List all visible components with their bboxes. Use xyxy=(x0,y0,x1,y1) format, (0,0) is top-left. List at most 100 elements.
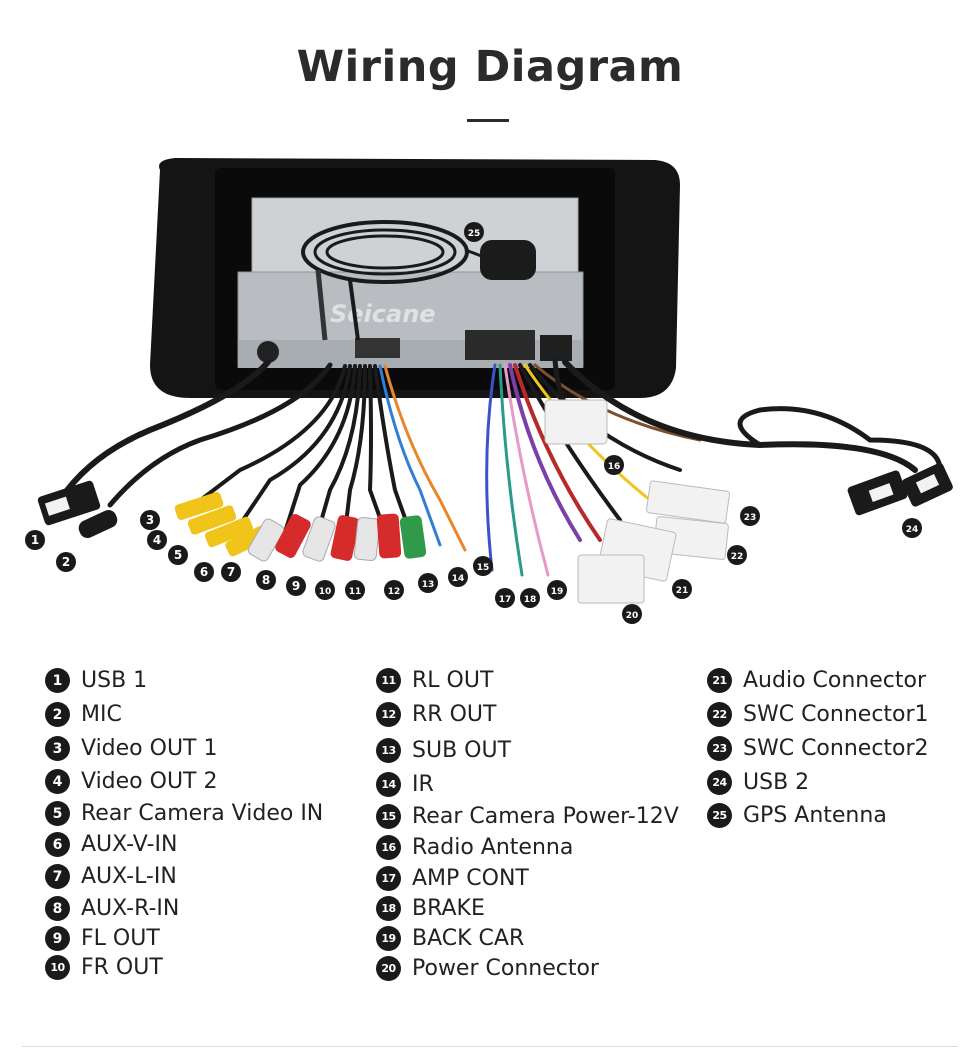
legend-label: Audio Connector xyxy=(743,668,926,693)
callout-4: 4 xyxy=(147,530,167,550)
legend-label: BRAKE xyxy=(412,896,485,921)
legend-item-2: 2 MIC xyxy=(45,702,122,727)
legend-number-badge: 17 xyxy=(376,866,401,891)
callout-12: 12 xyxy=(384,580,404,600)
legend-number-badge: 19 xyxy=(376,926,401,951)
footer-divider xyxy=(22,1046,958,1047)
callout-18: 18 xyxy=(520,588,540,608)
legend-item-17: 17 AMP CONT xyxy=(376,866,529,891)
svg-text:8: 8 xyxy=(262,573,270,587)
legend-number-badge: 23 xyxy=(707,736,732,761)
legend-label: SWC Connector2 xyxy=(743,736,929,761)
svg-text:4: 4 xyxy=(153,533,161,547)
legend-number-badge: 16 xyxy=(376,835,401,860)
legend-label: BACK CAR xyxy=(412,926,525,951)
callout-23: 23 xyxy=(740,506,760,526)
usb1-plug xyxy=(37,480,101,526)
legend-number-badge: 5 xyxy=(45,801,70,826)
svg-text:19: 19 xyxy=(551,587,564,597)
legend-number-badge: 18 xyxy=(376,896,401,921)
legend-number-badge: 3 xyxy=(45,736,70,761)
legend-item-20: 20 Power Connector xyxy=(376,956,599,981)
callout-7: 7 xyxy=(221,562,241,582)
callout-8: 8 xyxy=(256,570,276,590)
legend-number-badge: 22 xyxy=(707,702,732,727)
legend-label: SWC Connector1 xyxy=(743,702,929,727)
legend-number-badge: 8 xyxy=(45,896,70,921)
callout-3: 3 xyxy=(140,510,160,530)
callout-19: 19 xyxy=(547,580,567,600)
page-title: Wiring Diagram xyxy=(296,42,684,92)
svg-text:23: 23 xyxy=(744,513,757,523)
legend-number-badge: 14 xyxy=(376,772,401,797)
legend-label: Power Connector xyxy=(412,956,599,981)
callout-17: 17 xyxy=(495,588,515,608)
callout-6: 6 xyxy=(194,562,214,582)
legend-label: Radio Antenna xyxy=(412,835,574,860)
callout-5: 5 xyxy=(168,545,188,565)
legend-label: AMP CONT xyxy=(412,866,529,891)
legend-label: MIC xyxy=(81,702,122,727)
legend-number-badge: 12 xyxy=(376,702,401,727)
callout-16: 16 xyxy=(604,455,624,475)
legend-label: Rear Camera Video IN xyxy=(81,801,324,826)
svg-text:11: 11 xyxy=(349,587,362,597)
legend-item-12: 12 RR OUT xyxy=(376,702,496,727)
legend-number-badge: 20 xyxy=(376,956,401,981)
svg-text:1: 1 xyxy=(31,533,39,547)
legend-number-badge: 6 xyxy=(45,832,70,857)
svg-text:7: 7 xyxy=(227,565,235,579)
legend-item-19: 19 BACK CAR xyxy=(376,926,524,951)
legend-item-4: 4 Video OUT 2 xyxy=(45,769,217,794)
legend-item-16: 16 Radio Antenna xyxy=(376,835,573,860)
svg-text:21: 21 xyxy=(676,586,689,596)
right-harness xyxy=(485,357,943,577)
legend-item-22: 22 SWC Connector1 xyxy=(707,702,929,727)
callout-1: 1 xyxy=(25,530,45,550)
svg-text:9: 9 xyxy=(292,579,300,593)
callout-10: 10 xyxy=(315,580,335,600)
mic-plug xyxy=(78,510,118,538)
svg-text:15: 15 xyxy=(477,563,490,573)
legend-label: USB 1 xyxy=(81,668,148,693)
svg-text:14: 14 xyxy=(452,574,465,584)
callout-9: 9 xyxy=(286,576,306,596)
legend-number-badge: 2 xyxy=(45,702,70,727)
rca-plugs xyxy=(174,492,427,562)
svg-text:22: 22 xyxy=(731,552,744,562)
legend-label: FL OUT xyxy=(81,926,160,951)
svg-text:3: 3 xyxy=(146,513,154,527)
svg-text:12: 12 xyxy=(388,587,401,597)
legend-label: AUX-V-IN xyxy=(81,832,178,857)
title-underline xyxy=(467,119,509,122)
legend-number-badge: 4 xyxy=(45,769,70,794)
legend-number-badge: 21 xyxy=(707,668,732,693)
legend-label: Video OUT 2 xyxy=(81,769,218,794)
callout-21: 21 xyxy=(672,579,692,599)
svg-text:10: 10 xyxy=(319,587,332,597)
legend-number-badge: 11 xyxy=(376,668,401,693)
legend-item-21: 21 Audio Connector xyxy=(707,668,926,693)
legend-label: GPS Antenna xyxy=(743,803,887,828)
gps-antenna xyxy=(301,220,536,341)
callout-15: 15 xyxy=(473,556,493,576)
callout-25: 25 xyxy=(464,222,484,242)
legend-item-18: 18 BRAKE xyxy=(376,896,485,921)
legend-number-badge: 24 xyxy=(707,770,732,795)
legend-label: IR xyxy=(412,772,434,797)
svg-text:20: 20 xyxy=(626,611,639,621)
callout-14: 14 xyxy=(448,567,468,587)
svg-text:16: 16 xyxy=(608,462,621,472)
legend-label: RR OUT xyxy=(412,702,497,727)
callout-2: 2 xyxy=(56,552,76,572)
callout-22: 22 xyxy=(727,545,747,565)
